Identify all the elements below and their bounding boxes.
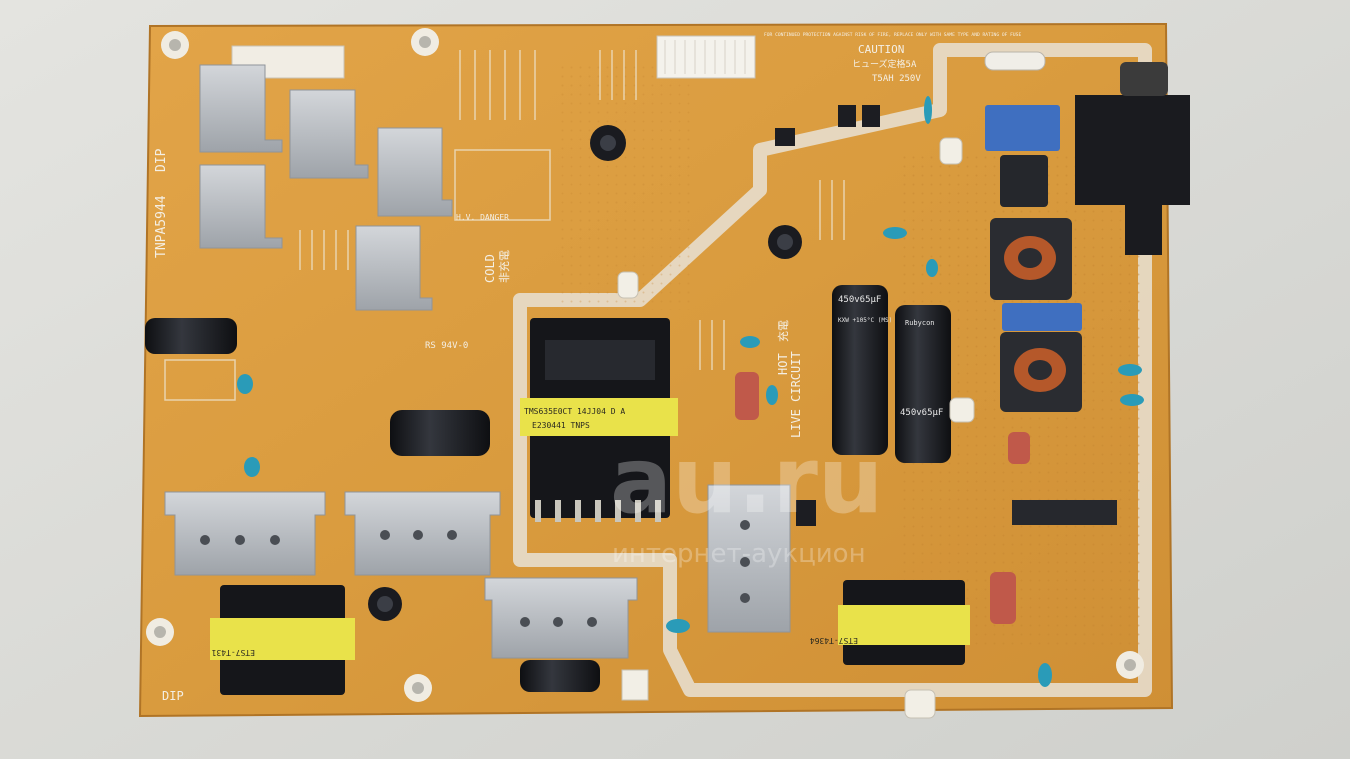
bulk-capacitors (145, 125, 951, 692)
transformer-right (838, 580, 970, 665)
watermark-logo: au.ru (610, 427, 883, 534)
bulk-cap-1-text: 450v65μF (838, 295, 881, 305)
part-number-label: TNPA5944 (154, 195, 169, 258)
main-transformer-text-1: TMS635E0CT 14JJ04 D A (524, 407, 625, 416)
cold-jp-label: 非充電 (497, 250, 511, 283)
board-code-label: RS 94V-0 (425, 341, 468, 351)
live-circuit-label: LIVE CIRCUIT (789, 351, 803, 438)
hot-jp-label: 充電 (776, 320, 790, 342)
watermark: au.ru интернет-аукцион (610, 427, 883, 569)
bulk-cap-2-text: 450v65μF (900, 408, 943, 418)
fuse-jp-label: ヒューズ定格5A (852, 58, 917, 70)
transformer-left (210, 585, 355, 695)
caution-note: FOR CONTINUED PROTECTION AGAINST RISK OF… (764, 32, 1021, 38)
dip-label: DIP (154, 148, 169, 172)
fuse-rating-label: T5AH 250V (872, 74, 921, 84)
main-transformer (520, 318, 678, 522)
small-transformer-right-text: ETS7-T4364 (810, 636, 858, 645)
heatsinks-small (199, 64, 453, 311)
dip-arrow-label: DIP (162, 689, 184, 703)
power-inlet (1075, 95, 1190, 255)
small-transformer-left-text: ETS7-T431 (211, 648, 255, 657)
main-transformer-text-2: E230441 TNPS (532, 421, 590, 430)
hv-danger-label: H.V. DANGER (456, 213, 509, 222)
hot-zone-outline (513, 43, 1152, 697)
fuse (984, 51, 1046, 71)
cold-label: COLD (483, 254, 497, 283)
bridge-rectifier (1012, 500, 1117, 525)
caution-title: CAUTION (858, 43, 904, 56)
watermark-tagline: интернет-аукцион (612, 539, 866, 569)
ceramic-capacitors (237, 96, 1144, 687)
hot-label: HOT (776, 353, 790, 375)
connector-top (656, 35, 756, 79)
line-filter (985, 105, 1082, 412)
bulk-cap-spec: KXW +105°C (MS) (838, 317, 892, 324)
heatsinks-large (164, 484, 791, 659)
mounting-holes (146, 28, 1144, 702)
bulk-cap-brand: Rubycon (905, 319, 935, 327)
